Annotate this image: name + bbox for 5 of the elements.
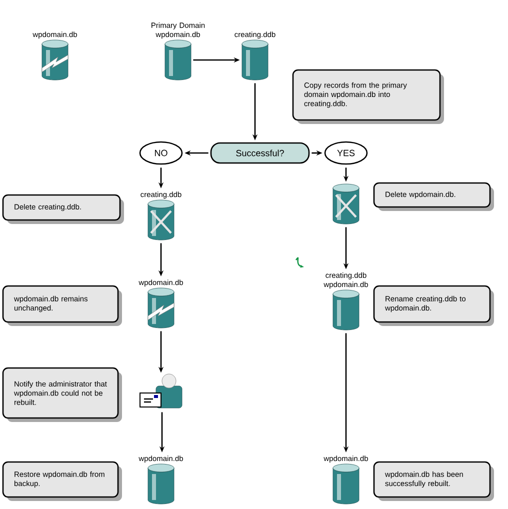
administrator-icon — [140, 374, 182, 408]
outcome-oval: NO — [139, 141, 183, 165]
database-cylinder — [332, 184, 360, 224]
outcome-oval: YES — [324, 141, 368, 165]
decision-box: Successful? — [210, 142, 310, 164]
